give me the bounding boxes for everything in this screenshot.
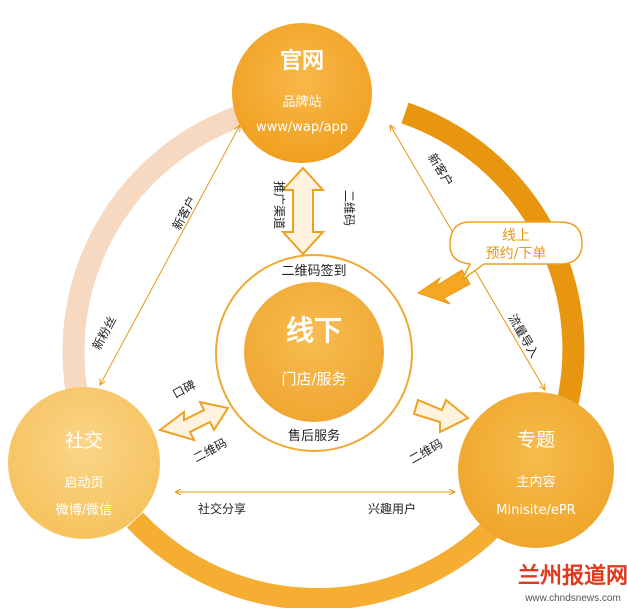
callout-bubble: [449, 221, 583, 281]
edge-label-top-left-upper: 新客户: [169, 193, 199, 232]
node-center-line1: 门店/服务: [281, 370, 346, 388]
edge-label-top-center-left: 推广渠道: [272, 181, 286, 229]
callout-line1: 线上: [502, 228, 530, 244]
node-left-circle: [8, 387, 160, 539]
node-center-circle: [244, 282, 384, 422]
node-top-line2: www/wap/app: [256, 120, 348, 135]
ring-segment-bottom: [126, 512, 503, 608]
callout-pointer-arrow: [416, 269, 471, 305]
edge-label-left-center-upper: 口碑: [170, 377, 198, 402]
node-left-line2: 微博/微信: [56, 503, 112, 518]
edge-label-top-center-right: 二维码: [342, 190, 356, 226]
callout-line2: 预约/下单: [486, 246, 547, 262]
double-arrow-left: [157, 400, 230, 442]
watermark-site: www.chndsnews.com: [524, 593, 621, 604]
edge-label-right-center: 二维码: [407, 436, 445, 466]
watermark-logo: 兰州报道网: [518, 563, 627, 589]
node-top-title: 官网: [280, 48, 324, 74]
node-center-title: 线下: [286, 314, 342, 347]
edge-label-top-left-lower: 新粉丝: [89, 313, 119, 352]
center-top-label: 二维码签到: [281, 263, 346, 279]
edge-label-left-center-lower: 二维码: [191, 436, 229, 465]
edge-label-left-right-left: 社交分享: [198, 501, 246, 516]
node-right-circle: [458, 392, 614, 548]
node-left-title: 社交: [65, 430, 103, 452]
node-right-line2: Minisite/ePR: [496, 503, 575, 518]
single-arrow-right: [412, 398, 470, 434]
node-right-line1: 主内容: [516, 474, 555, 490]
edge-label-top-right-upper: 新客户: [425, 150, 457, 188]
connector-top-left: [100, 125, 240, 385]
node-left-line1: 启动页: [64, 476, 103, 491]
node-right-title: 专题: [517, 429, 555, 451]
edge-label-left-right-right: 兴趣用户: [368, 501, 416, 516]
double-arrow-vertical: [280, 166, 326, 256]
node-top-line1: 品牌站: [282, 94, 321, 110]
node-top-circle: [232, 23, 372, 163]
center-bottom-label: 售后服务: [288, 428, 340, 444]
